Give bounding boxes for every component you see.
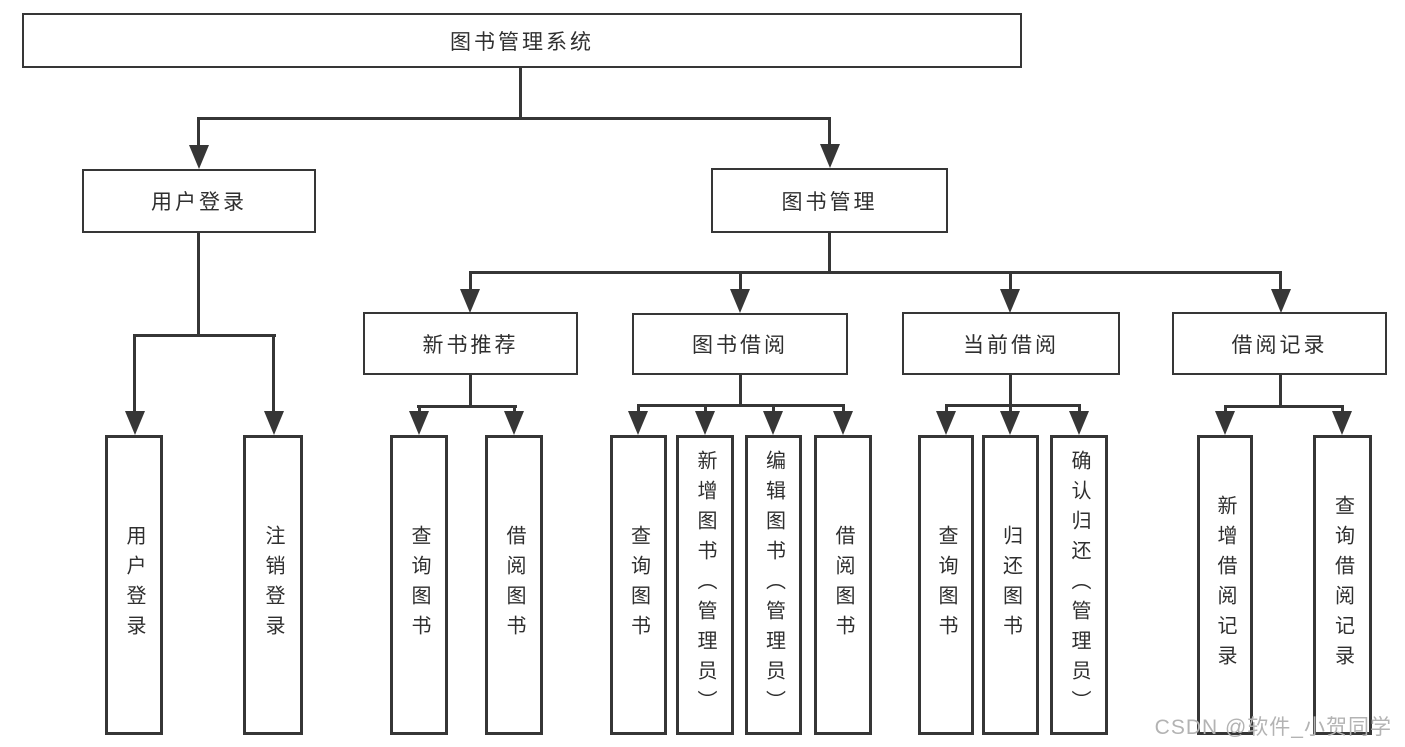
connector-section-stem [1279,271,1282,291]
connector-leaf-stem [513,405,516,414]
node-book-mgmt: 图书管理 [711,168,948,233]
leaf-label: 编辑图书（管理员） [762,450,785,720]
connector-leaf-stem [1224,405,1227,413]
arrow-down-icon [409,411,429,435]
arrow-down-icon [504,411,524,435]
leaf-borrowrecord-query: 查询借阅记录 [1313,435,1372,735]
connector-leaf-stem [1009,404,1012,413]
arrow-down-icon [1271,289,1291,313]
connector-leaf-stem [945,404,948,413]
leaf-label: 归还图书 [999,525,1022,645]
connector-section-stem [469,271,472,291]
node-book-mgmt-label: 图书管理 [781,190,878,214]
leaf-currentborrow-return: 归还图书 [982,435,1039,735]
leaf-label: 借阅图书 [832,525,854,645]
leaf-label: 查询图书 [935,525,957,645]
csdn-watermark: CSDN @软件_小贺同学 [1154,716,1392,739]
leaf-newbook-borrow: 借阅图书 [485,435,543,735]
connector-borrowrecord-down [1279,375,1282,407]
leaf-label: 用户登录 [123,525,145,645]
node-book-borrow: 图书借阅 [632,313,848,375]
connector-leaf-stem [704,404,707,413]
arrow-down-icon [1000,289,1020,313]
node-root-label: 图书管理系统 [450,30,594,54]
node-current-borrow: 当前借阅 [902,312,1120,375]
node-borrow-record: 借阅记录 [1172,312,1387,375]
leaf-logout: 注销登录 [243,435,303,735]
arrow-down-icon [730,289,750,313]
connector-borrowrecord-hline [1224,405,1344,408]
leaf-bookborrow-edit: 编辑图书（管理员） [745,435,802,735]
arrow-down-icon [1332,411,1352,435]
connector-bookmgmt-down [828,233,831,274]
node-new-book-label: 新书推荐 [422,333,519,357]
connector-leaf-stem [842,404,845,413]
node-new-book: 新书推荐 [363,312,578,375]
arrow-down-icon [189,145,209,169]
connector-leaf-stem [272,334,275,413]
leaf-label: 查询图书 [627,525,650,645]
leaf-bookborrow-borrow: 借阅图书 [814,435,872,735]
connector-currentborrow-down [1009,375,1012,406]
node-user-login: 用户登录 [82,169,316,233]
leaf-label: 确认归还（管理员） [1068,450,1090,720]
node-borrow-record-label: 借阅记录 [1231,333,1328,357]
arrow-down-icon [628,411,648,435]
node-current-borrow-label: 当前借阅 [963,333,1059,357]
node-root: 图书管理系统 [22,13,1022,68]
connector-bookmgmt-stem [828,117,831,147]
leaf-user-login: 用户登录 [105,435,163,735]
leaf-currentborrow-query: 查询图书 [918,435,974,735]
leaf-bookborrow-add: 新增图书（管理员） [676,435,734,735]
leaf-label: 查询图书 [408,525,430,645]
connector-leaf-stem [1341,405,1344,413]
connector-leaf-stem [772,404,775,413]
arrow-down-icon [820,144,840,168]
arrow-down-icon [936,411,956,435]
connector-newbook-down [469,375,472,407]
connector-userlogin-down [197,233,200,337]
arrow-down-icon [763,411,783,435]
connector-bookmgmt-hline [469,271,1282,274]
connector-newbook-hline [417,405,517,408]
connector-currentborrow-hline [945,404,1081,407]
leaf-borrowrecord-add: 新增借阅记录 [1197,435,1253,735]
connector-bookborrow-down [739,375,742,406]
arrow-down-icon [1215,411,1235,435]
connector-section-stem [739,271,742,291]
arrow-down-icon [695,411,715,435]
connector-root-stem [519,68,522,118]
leaf-label: 查询借阅记录 [1331,495,1354,675]
leaf-label: 新增借阅记录 [1214,495,1236,675]
connector-root-hline [197,117,831,120]
connector-section-stem [1009,271,1012,291]
arrow-down-icon [833,411,853,435]
leaf-newbook-query: 查询图书 [390,435,448,735]
leaf-bookborrow-query: 查询图书 [610,435,667,735]
connector-bookborrow-hline [637,404,845,407]
arrow-down-icon [125,411,145,435]
arrow-down-icon [1069,411,1089,435]
leaf-label: 借阅图书 [503,525,525,645]
leaf-label: 新增图书（管理员） [694,450,716,720]
arrow-down-icon [460,289,480,313]
connector-leaf-stem [418,405,421,414]
node-user-login-label: 用户登录 [151,191,247,214]
arrow-down-icon [1000,411,1020,435]
node-book-borrow-label: 图书借阅 [692,334,788,357]
connector-leaf-stem [637,404,640,413]
connector-userlogin-stem [197,117,200,147]
connector-leaf-stem [133,334,136,413]
connector-leaf-stem [1078,404,1081,413]
leaf-currentborrow-confirm: 确认归还（管理员） [1050,435,1108,735]
arrow-down-icon [264,411,284,435]
connector-userlogin-hline [133,334,276,337]
leaf-label: 注销登录 [262,525,284,645]
